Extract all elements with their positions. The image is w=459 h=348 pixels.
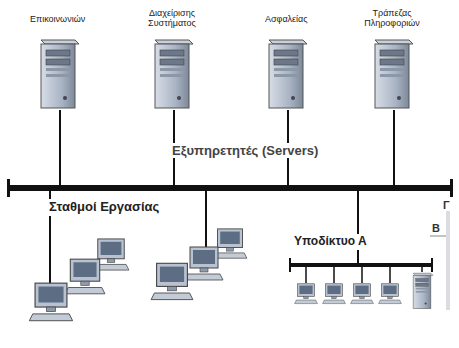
server-label-text: Επικοινωνιών — [30, 14, 85, 24]
server-label-text: Τράπεζας Πληροφοριών — [351, 8, 433, 29]
edge-line — [430, 236, 446, 237]
workstation-group-text: Σταθμοί Εργασίας — [49, 200, 159, 215]
edge-bar — [446, 200, 450, 310]
server-icon — [375, 40, 413, 108]
server-label: Διαχείρισης Συστήματος — [131, 8, 213, 29]
workstation-group — [151, 229, 247, 300]
workstation-group — [29, 239, 129, 321]
server-icon — [41, 40, 79, 108]
server-label: Επικοινωνιών — [30, 14, 85, 24]
server-icon — [269, 40, 307, 108]
server-label-text: Ασφαλείας — [265, 14, 308, 24]
subnet-hosts — [295, 273, 433, 308]
server-label: Τράπεζας Πληροφοριών — [351, 8, 433, 29]
server-icon — [155, 40, 193, 108]
subnet-bus — [289, 258, 433, 272]
network-bus — [7, 179, 453, 197]
workstation-group: Σταθμοί Εργασίας — [46, 199, 162, 216]
side-letter: Β — [430, 222, 442, 234]
subnet-group: Υποδίκτυο Α — [291, 234, 370, 250]
server-label-text: Διαχείρισης Συστήματος — [131, 8, 213, 29]
subnet-group-text: Υποδίκτυο Α — [294, 235, 367, 249]
group-caption: Εξυπηρετητές (Servers) — [170, 143, 320, 158]
subnet-drops — [306, 267, 422, 283]
side-letter: Γ — [441, 199, 452, 211]
server-drops — [60, 110, 394, 188]
server-label: Ασφαλείας — [265, 14, 308, 24]
